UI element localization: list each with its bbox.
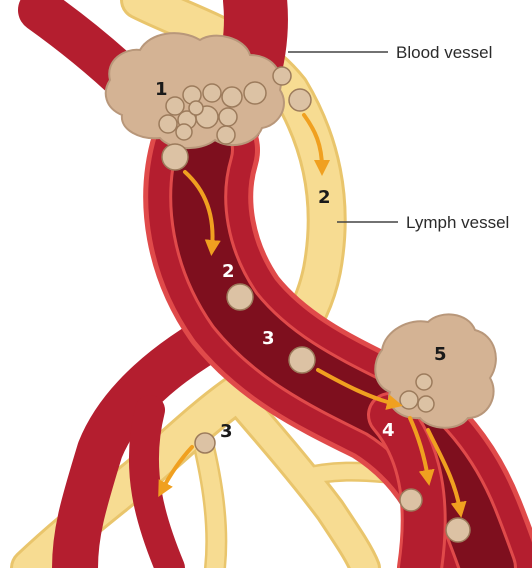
step-2-blood-label: 2 (222, 261, 235, 282)
step-1-label: 1 (155, 79, 168, 100)
blood-vessel-label: Blood vessel (396, 43, 492, 62)
step-2-lymph-label: 2 (318, 187, 331, 208)
lymph-vessel-label: Lymph vessel (406, 213, 509, 232)
step-4-label: 4 (382, 420, 395, 441)
step-3-blood-label: 3 (262, 328, 275, 349)
step-5-label: 5 (434, 344, 447, 365)
step-3-lymph-label: 3 (220, 421, 233, 442)
